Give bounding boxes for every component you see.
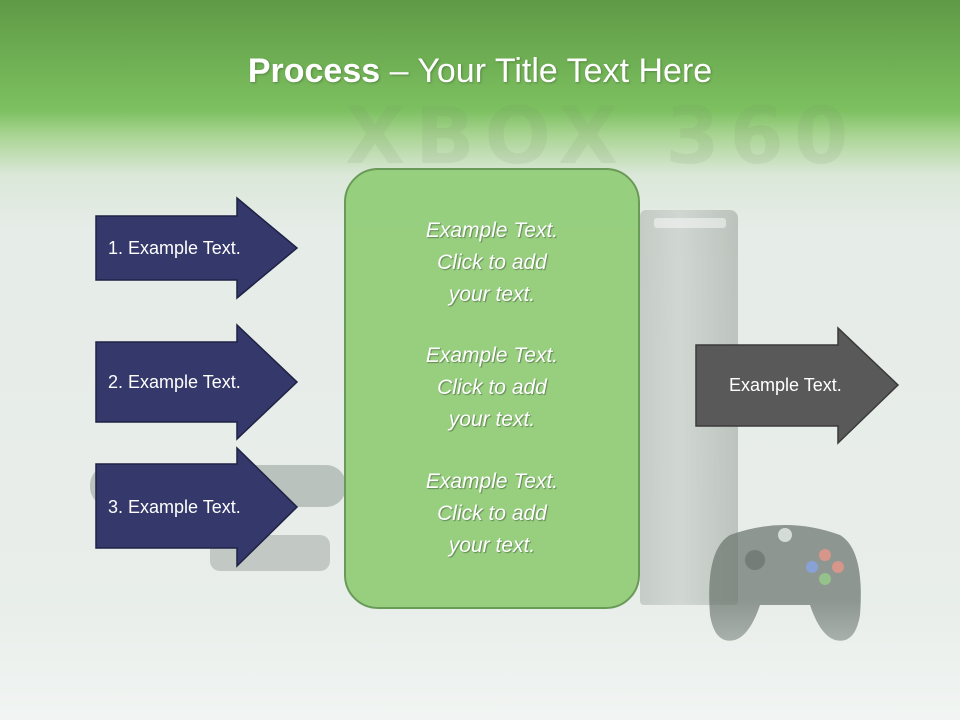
center-text-item-1[interactable]: Example Text. Click to add your text. <box>425 218 559 306</box>
title-bold: Process <box>247 52 381 90</box>
slide-title[interactable]: Process – Your Title Text Here <box>0 52 960 91</box>
arrow-right-shape-icon <box>695 326 900 445</box>
left-arrow-1[interactable]: 1. Example Text. <box>95 196 299 300</box>
left-arrow-2[interactable]: 2. Example Text. <box>95 323 299 441</box>
left-arrow-3-label: 3. Example Text. <box>108 496 241 517</box>
title-rest: – Your Title Text Here <box>380 52 713 90</box>
arrow-right-shape-icon <box>95 323 299 441</box>
center-text-item-2[interactable]: Example Text. Click to add your text. <box>425 344 559 432</box>
left-arrow-3[interactable]: 3. Example Text. <box>95 446 299 568</box>
right-arrow[interactable]: Example Text. <box>695 326 900 445</box>
floor-reflection <box>0 600 960 720</box>
arrow-right-shape-icon <box>95 446 299 568</box>
center-text-item-3[interactable]: Example Text. Click to add your text. <box>425 470 559 558</box>
arrow-right-shape-icon <box>95 196 299 300</box>
left-arrow-2-label: 2. Example Text. <box>108 371 241 392</box>
right-arrow-label: Example Text. <box>729 375 842 395</box>
center-text-box[interactable]: Example Text. Click to add your text. Ex… <box>344 168 640 609</box>
left-arrow-1-label: 1. Example Text. <box>108 237 241 258</box>
xbox-watermark-logo: XBOX 360 <box>345 92 859 182</box>
